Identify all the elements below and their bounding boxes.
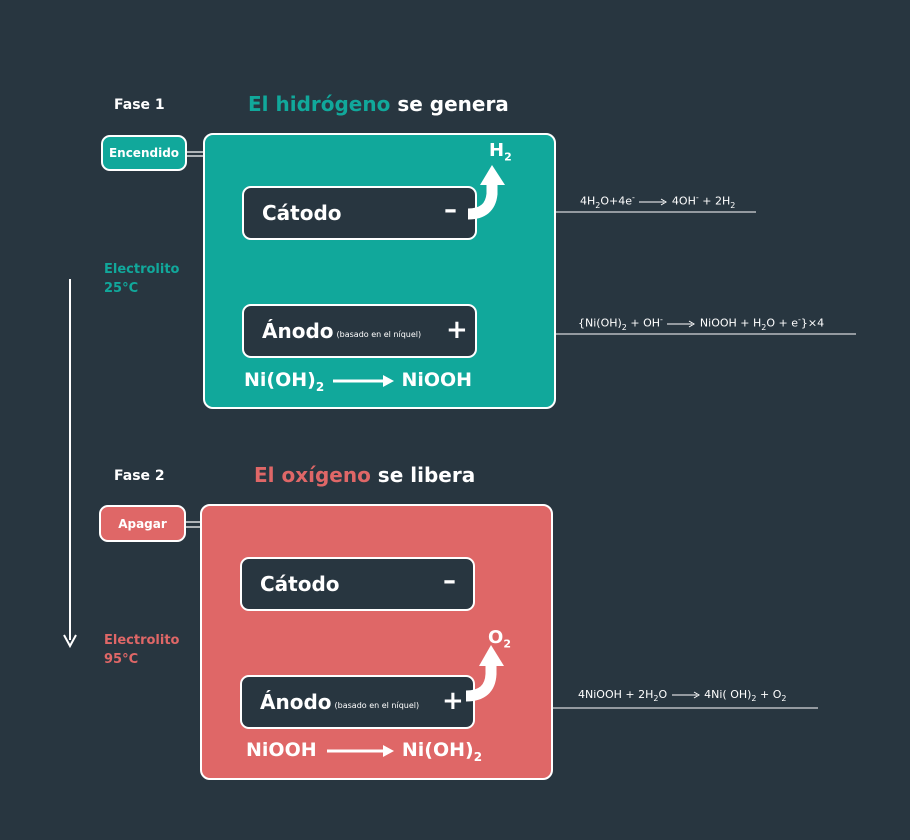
power-on-switch[interactable]: Encendido [101,135,187,171]
phase2-anode-note: (basado en el níquel) [334,700,420,710]
eq2-sub-a: 2 [621,322,627,332]
eq2-sub-c: 2 [761,322,767,332]
reaction2-right: Ni(OH) [401,739,474,761]
reaction1-left: Ni(OH) [244,369,316,391]
h2-release-arrow-icon [467,165,505,220]
phase1-cathode: Cátodo [242,186,477,240]
reaction2-right-sub: 2 [473,749,483,764]
phase2-heading-rest: se libera [370,463,476,487]
eq1-sub-a: 2 [595,200,601,210]
phase2-cathode-label: Cátodo [260,572,340,596]
eq2-part-d: O + e [766,316,799,330]
eq3-part-b: O [658,688,668,701]
phase1-label: Fase 1 [114,97,165,113]
eq3-part-a: 4NiOOH + 2H [578,688,654,701]
eq1-part-c: 4OH [671,194,696,208]
power-off-switch[interactable]: Apagar [99,505,186,542]
phase1-anode: Ánodo (basado en el níquel) [242,304,477,358]
anode-equation-phase2: 4NiOOH + 2H2O 4Ni( OH)2 + O2 [578,688,786,703]
phase2-cathode: Cátodo [240,557,475,611]
electrolyte-1-name: Electrolito [104,262,180,277]
eq2-part-a: {Ni(OH) [578,316,622,330]
eq1-sup-b: - [632,193,635,202]
phase1-anode-plus-sign: + [446,315,468,345]
phase1-anode-label: Ánodo [262,319,334,343]
phase1-cathode-label: Cátodo [262,201,342,225]
electrolyte-2-name: Electrolito [104,633,180,648]
eq3-sub-a: 2 [653,694,659,704]
o2-subscript: 2 [503,637,511,651]
eq2-arrow-icon [667,320,696,328]
phase2-anode-reaction: NiOOH Ni(OH)2 [246,739,482,764]
eq3-sub-c: 2 [751,694,757,704]
phase2-anode-plus-sign: + [442,686,464,716]
eq3-arrow-icon [671,691,700,699]
reaction2-arrow-icon [327,744,395,757]
h2-subscript: 2 [504,150,512,164]
electrolyte-1-temp: 25°C [104,281,139,296]
eq1-sub-d: 2 [730,200,736,210]
eq1-sup-c: - [695,193,699,202]
phase1-anode-reaction: Ni(OH)2 NiOOH [244,369,472,394]
time-arrow-head [63,634,77,649]
eq1-part-a: 4H [580,194,596,208]
eq2-part-e: }×4 [800,316,825,330]
phase1-heading-rest: se genera [390,92,509,116]
eq3-part-c: 4Ni( OH) [704,688,752,701]
electrolyte-temp-1: Electrolito 25°C [104,260,179,298]
phase2-cathode-minus-sign: – [443,566,456,596]
o2-symbol: O [488,627,504,648]
phase2-heading: El oxígeno se libera [254,463,475,487]
phase1-heading: El hidrógeno se genera [248,92,509,116]
eq2-part-b: + OH [626,316,661,330]
phase1-anode-note: (basado en el níquel) [336,329,422,339]
h2-symbol: H [489,140,505,161]
phase1-heading-highlight: El hidrógeno [248,92,391,116]
phase2-cell-panel [200,504,553,780]
reaction1-right: NiOOH [401,369,473,391]
electrolyte-temp-2: Electrolito 95°C [104,631,179,669]
eq2-sup-b: - [660,315,663,324]
reaction2-left: NiOOH [246,739,317,761]
reaction1-left-sub: 2 [315,379,325,394]
anode-equation-phase1: {Ni(OH)2 + OH- NiOOH + H2O + e-}×4 [578,315,824,332]
eq3-part-d: + O [756,688,782,701]
phase2-label: Fase 2 [114,468,165,484]
phase2-anode-label: Ánodo [260,690,332,714]
phase1-cathode-minus-sign: – [444,195,457,225]
eq1-part-b: O+4e [600,194,633,208]
reaction1-arrow-icon [332,374,394,387]
phase2-heading-highlight: El oxígeno [254,463,371,487]
eq1-arrow-icon [639,198,668,206]
eq1-part-d: + 2H [698,194,731,208]
phase2-anode: Ánodo (basado en el níquel) [240,675,475,729]
eq2-sup-d: - [798,315,801,324]
electrolyte-2-temp: 95°C [104,652,139,667]
eq2-part-c: NiOOH + H [699,316,762,330]
eq3-sub-d: 2 [781,694,787,704]
cathode-equation-phase1: 4H2O+4e- 4OH- + 2H2 [580,193,735,210]
o2-gas-label: O2 [488,627,511,651]
o2-release-arrow-icon [465,645,504,702]
h2-gas-label: H2 [489,140,512,164]
